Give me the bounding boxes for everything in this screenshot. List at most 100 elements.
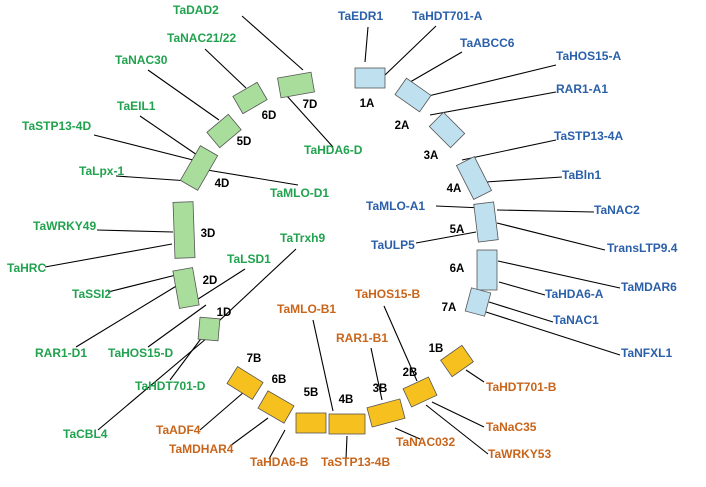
gene-label-taadf4: TaADF4: [156, 423, 201, 437]
chromosome-label-3a: 3A: [424, 150, 439, 162]
chromosome-label-3b: 3B: [373, 383, 388, 395]
gene-label-tawrky53: TaWRKY53: [488, 447, 551, 461]
connector-tahda6-b: [268, 429, 286, 460]
chromosome-segment-2d: [172, 267, 200, 309]
chromosome-segment-3b: [366, 398, 406, 428]
chromosome-label-4d: 4D: [215, 178, 230, 190]
chromosome-segment-5b: [295, 412, 327, 434]
gene-label-tamdar6: TaMDAR6: [621, 280, 677, 294]
chromosome-segment-1d: [197, 316, 221, 342]
connector-tawrky53: [425, 404, 489, 455]
connector-taadf4: [199, 391, 245, 431]
gene-label-tahrc: TaHRC: [7, 261, 46, 275]
gene-label-tahos15-a: TaHOS15-A: [556, 49, 621, 63]
chromosome-segment-1a: [354, 67, 386, 89]
chromosome-label-6d: 6D: [262, 110, 277, 122]
connector-tawrky49: [96, 229, 174, 233]
connector-tadad2: [241, 15, 304, 71]
gene-label-tastp13-4b: TaSTP13-4B: [321, 455, 390, 469]
chromosome-segments: [172, 67, 499, 435]
chromosome-label-5b: 5B: [304, 387, 319, 399]
chromosome-label-7b: 7B: [247, 353, 262, 365]
gene-label-tassi2: TaSSI2: [72, 287, 111, 301]
connector-taulp5: [415, 231, 477, 244]
connector-tassi2: [107, 274, 177, 293]
gene-label-talpx-1: TaLpx-1: [79, 164, 124, 178]
gene-label-tamlo-d1: TaMLO-D1: [270, 186, 329, 200]
chromosome-segment-2a: [394, 77, 432, 113]
gene-label-tamlo-b1: TaMLO-B1: [277, 302, 336, 316]
connector-tanac35: [431, 401, 485, 428]
chromosome-segment-7d: [277, 71, 315, 99]
gene-label-tanac35: TaNaC35: [486, 420, 537, 434]
connector-talsd1: [194, 268, 246, 302]
gene-label-tawrky49: TaWRKY49: [33, 219, 96, 233]
connector-tahos15-d: [147, 304, 207, 348]
gene-label-tanac21-22: TaNAC21/22: [167, 31, 236, 45]
connector-tamlo-b1: [312, 319, 334, 412]
gene-label-tanac30: TaNAC30: [115, 53, 168, 67]
gene-label-taeil1: TaEIL1: [117, 99, 156, 113]
connector-talpx-1: [115, 175, 190, 182]
chromosome-label-5a: 5A: [450, 224, 465, 236]
connector-tamdar6: [497, 260, 621, 289]
connector-tanac2: [496, 209, 595, 213]
gene-label-tastp13-4a: TaSTP13-4A: [554, 129, 623, 143]
gene-label-tahda6-a: TaHDA6-A: [545, 287, 604, 301]
chromosome-label-7a: 7A: [442, 302, 457, 314]
chromosome-label-7d: 7D: [303, 99, 318, 111]
connector-tahdt701-d: [169, 335, 204, 381]
connector-rar1-d1: [75, 284, 179, 348]
gene-label-tastp13-4d: TaSTP13-4D: [22, 119, 91, 133]
gene-label-taedr1: TaEDR1: [338, 9, 383, 23]
connector-tahdt701-b: [465, 369, 485, 383]
connector-tahda6-d: [286, 95, 334, 148]
gene-label-talsd1: TaLSD1: [227, 252, 271, 266]
chromosome-segment-4b: [328, 413, 366, 435]
chromosome-segment-3d: [172, 201, 196, 259]
chromosome-label-5d: 5D: [237, 136, 252, 148]
connector-tamdhar4: [229, 417, 269, 447]
chromosome-segment-7b: [226, 366, 264, 400]
chromosome-label-2d: 2D: [203, 275, 218, 287]
connector-tahos15-b: [383, 305, 418, 382]
gene-label-tamlo-a1: TaMLO-A1: [366, 199, 425, 213]
gene-label-tanac1: TaNAC1: [553, 313, 599, 327]
chromosome-segment-3a: [428, 111, 466, 149]
connector-tahda6-a: [498, 281, 546, 296]
connector-tanac1: [488, 301, 554, 323]
chromosome-segment-6b: [257, 390, 295, 424]
chromosome-segment-4d: [179, 145, 219, 191]
connector-lines: [44, 15, 621, 460]
chromosome-label-1b: 1B: [429, 343, 444, 355]
gene-label-tacbl4: TaCBL4: [63, 427, 108, 441]
connector-transltp9-4: [496, 222, 606, 251]
chromosome-label-6b: 6B: [272, 374, 287, 386]
gene-label-tahos15-d: TaHOS15-D: [108, 346, 173, 360]
gene-label-tamdhar4: TaMDHAR4: [169, 442, 234, 456]
chromosome-segment-2b: [402, 376, 438, 408]
gene-label-rar1-d1: RAR1-D1: [35, 346, 87, 360]
connector-tanac21-22: [204, 48, 247, 89]
gene-label-tanac032: TaNAC032: [396, 435, 455, 449]
connector-tanac032: [394, 427, 421, 440]
connector-tahdt701-a: [384, 25, 437, 76]
chromosome-segment-6a: [476, 249, 498, 291]
connector-tahos15-a: [419, 64, 557, 99]
chromosome-label-2b: 2B: [403, 367, 418, 379]
connector-tanfxl1: [485, 311, 621, 356]
gene-label-tahda6-b: TaHDA6-B: [250, 455, 309, 469]
chromosome-label-3d: 3D: [201, 228, 216, 240]
chromosome-label-6a: 6A: [450, 263, 465, 275]
chromosome-segment-7a: [464, 287, 492, 317]
gene-label-tanac2: TaNAC2: [594, 203, 640, 217]
gene-label-tanfxl1: TaNFXL1: [621, 346, 672, 360]
connector-tabln1: [485, 176, 563, 183]
gene-label-tahdt701-d: TaHDT701-D: [135, 379, 206, 393]
chromosome-segment-5d: [206, 113, 242, 149]
connector-tacbl4: [97, 337, 208, 431]
connector-tastp13-4b: [345, 435, 348, 460]
connector-tatrxh9: [218, 248, 297, 322]
